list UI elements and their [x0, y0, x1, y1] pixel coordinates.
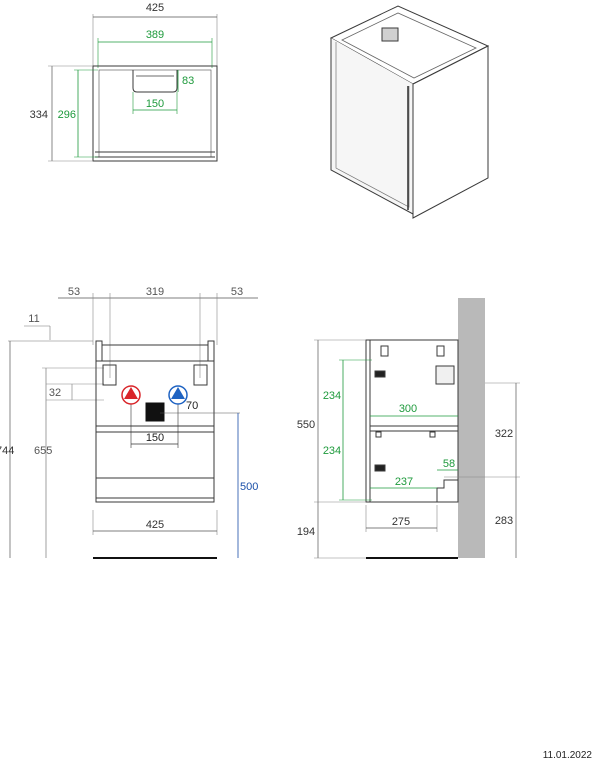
side-wall-lower-label: 283 — [495, 515, 513, 527]
side-wall-upper-label: 322 — [495, 428, 513, 440]
top-inner-depth-label: 296 — [58, 109, 76, 121]
cold-water-pipe-icon — [168, 385, 188, 405]
top-inner-width-label: 389 — [146, 29, 164, 41]
side-inner-depth-label: 237 — [395, 476, 413, 488]
front-height-655-label: 655 — [34, 445, 52, 457]
front-view — [8, 293, 258, 559]
side-cabinet-height-label: 550 — [297, 419, 315, 431]
drawing-date: 11.01.2022 — [542, 750, 592, 761]
top-view — [48, 14, 218, 162]
top-cutout-width-label: 150 — [146, 98, 164, 110]
side-notch-depth-label: 58 — [443, 458, 455, 470]
side-shelf-upper-label: 234 — [323, 390, 341, 402]
side-view — [314, 298, 520, 559]
front-pipe-spacing-label: 150 — [146, 432, 164, 444]
front-drain-height-label: 500 — [240, 481, 258, 493]
front-pipe-offset-label: 70 — [186, 400, 198, 412]
side-shelf-depth-label: 300 — [399, 403, 417, 415]
hot-water-pipe-icon — [121, 385, 141, 405]
front-center-width-label: 319 — [146, 286, 164, 298]
front-bottom-width-label: 425 — [146, 519, 164, 531]
side-floor-clearance-label: 194 — [297, 526, 315, 538]
front-right-offset-label: 53 — [231, 286, 243, 298]
front-top-offset-label: 11 — [28, 313, 39, 325]
top-width-label: 425 — [146, 2, 164, 14]
front-bracket-offset-label: 32 — [49, 387, 61, 399]
perspective-view — [329, 5, 490, 219]
side-bottom-depth-label: 275 — [392, 516, 410, 528]
front-total-height-label: 744 — [0, 445, 14, 457]
front-left-offset-label: 53 — [68, 286, 80, 298]
top-cutout-depth-label: 83 — [182, 75, 194, 87]
top-depth-label: 334 — [30, 109, 48, 121]
side-shelf-lower-label: 234 — [323, 445, 341, 457]
